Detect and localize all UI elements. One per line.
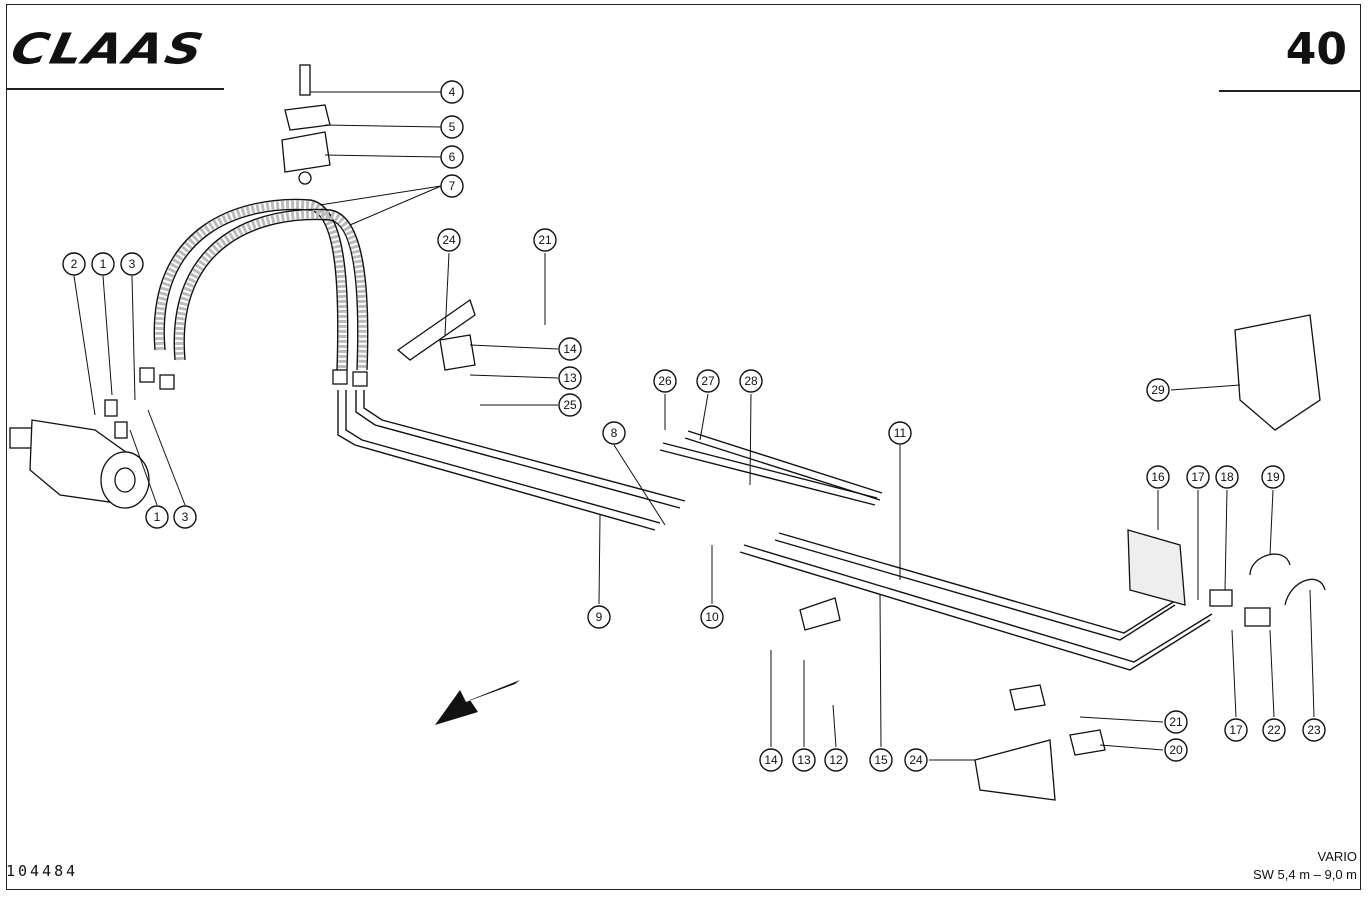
svg-text:10: 10 bbox=[705, 610, 719, 624]
svg-text:9: 9 bbox=[596, 610, 603, 624]
callout-23: 23 bbox=[1302, 718, 1326, 742]
drawing-frame bbox=[6, 4, 1361, 890]
callout-2: 2 bbox=[62, 252, 86, 276]
callout-24-lower: 24 bbox=[904, 748, 928, 772]
callout-13-lower: 13 bbox=[792, 748, 816, 772]
svg-text:24: 24 bbox=[442, 233, 456, 247]
svg-text:27: 27 bbox=[701, 374, 715, 388]
hydraulic-motor bbox=[9, 399, 150, 509]
svg-text:3: 3 bbox=[182, 510, 189, 524]
svg-text:18: 18 bbox=[1220, 470, 1234, 484]
callout-19: 19 bbox=[1261, 465, 1285, 489]
callout-21-upper: 21 bbox=[533, 228, 557, 252]
svg-text:8: 8 bbox=[611, 426, 618, 440]
svg-text:15: 15 bbox=[874, 753, 888, 767]
svg-text:4: 4 bbox=[449, 85, 456, 99]
hoses-7 bbox=[139, 198, 369, 390]
model-label: VARIO SW 5,4 m – 9,0 m bbox=[1253, 848, 1357, 884]
svg-text:28: 28 bbox=[744, 374, 758, 388]
callout-27: 27 bbox=[696, 369, 720, 393]
model-name: VARIO bbox=[1317, 849, 1358, 864]
callout-29: 29 bbox=[1146, 378, 1170, 402]
callout-4: 4 bbox=[440, 80, 464, 104]
callout-28: 28 bbox=[739, 369, 763, 393]
svg-text:1: 1 bbox=[100, 257, 107, 271]
callout-24-upper: 24 bbox=[437, 228, 461, 252]
reference-number: 104484 bbox=[6, 862, 79, 880]
callout-6: 6 bbox=[440, 145, 464, 169]
callout-7: 7 bbox=[440, 174, 464, 198]
logo-rule bbox=[6, 88, 224, 90]
svg-text:3: 3 bbox=[129, 257, 136, 271]
callout-15: 15 bbox=[869, 748, 893, 772]
small-parts bbox=[281, 64, 1326, 801]
callout-20: 20 bbox=[1164, 738, 1188, 762]
callout-25: 25 bbox=[558, 393, 582, 417]
svg-text:16: 16 bbox=[1151, 470, 1165, 484]
callout-14-upper: 14 bbox=[558, 337, 582, 361]
callout-11: 11 bbox=[888, 421, 912, 445]
callout-13-upper: 13 bbox=[558, 366, 582, 390]
svg-text:11: 11 bbox=[894, 426, 907, 440]
svg-text:19: 19 bbox=[1266, 470, 1280, 484]
callout-1-upper: 1 bbox=[91, 252, 115, 276]
svg-text:25: 25 bbox=[563, 398, 577, 412]
callout-16: 16 bbox=[1146, 465, 1170, 489]
svg-text:2: 2 bbox=[71, 257, 78, 271]
callout-1-lower: 1 bbox=[145, 505, 169, 529]
svg-text:13: 13 bbox=[563, 371, 577, 385]
svg-text:1: 1 bbox=[154, 510, 161, 524]
leader-lines bbox=[73, 91, 1315, 761]
callout-18: 18 bbox=[1215, 465, 1239, 489]
callout-8: 8 bbox=[602, 421, 626, 445]
svg-text:21: 21 bbox=[1169, 715, 1183, 729]
page-number: 40 bbox=[1285, 24, 1347, 75]
svg-text:17: 17 bbox=[1229, 723, 1243, 737]
page-number-rule bbox=[1219, 90, 1361, 92]
svg-text:17: 17 bbox=[1191, 470, 1205, 484]
rigid-pipes bbox=[337, 390, 1213, 671]
callout-10: 10 bbox=[700, 605, 724, 629]
svg-text:14: 14 bbox=[764, 753, 778, 767]
svg-text:14: 14 bbox=[563, 342, 577, 356]
callout-21-lower: 21 bbox=[1164, 710, 1188, 734]
callout-3-lower: 3 bbox=[173, 505, 197, 529]
callout-3-upper: 3 bbox=[120, 252, 144, 276]
callout-17-upper: 17 bbox=[1186, 465, 1210, 489]
svg-text:13: 13 bbox=[797, 753, 811, 767]
callout-17-lower: 17 bbox=[1224, 718, 1248, 742]
svg-text:29: 29 bbox=[1151, 383, 1165, 397]
svg-text:7: 7 bbox=[449, 179, 456, 193]
svg-text:26: 26 bbox=[658, 374, 672, 388]
callout-5: 5 bbox=[440, 115, 464, 139]
svg-text:24: 24 bbox=[909, 753, 923, 767]
svg-text:12: 12 bbox=[829, 753, 843, 767]
svg-text:22: 22 bbox=[1267, 723, 1281, 737]
model-working-width: SW 5,4 m – 9,0 m bbox=[1252, 867, 1357, 882]
callout-26: 26 bbox=[653, 369, 677, 393]
svg-text:21: 21 bbox=[538, 233, 552, 247]
callout-14-lower: 14 bbox=[759, 748, 783, 772]
svg-text:6: 6 bbox=[449, 150, 456, 164]
callout-22: 22 bbox=[1262, 718, 1286, 742]
callout-12: 12 bbox=[824, 748, 848, 772]
callout-9: 9 bbox=[587, 605, 611, 629]
svg-text:20: 20 bbox=[1169, 743, 1183, 757]
direction-arrow bbox=[435, 680, 520, 725]
svg-text:23: 23 bbox=[1307, 723, 1321, 737]
svg-text:5: 5 bbox=[449, 120, 456, 134]
